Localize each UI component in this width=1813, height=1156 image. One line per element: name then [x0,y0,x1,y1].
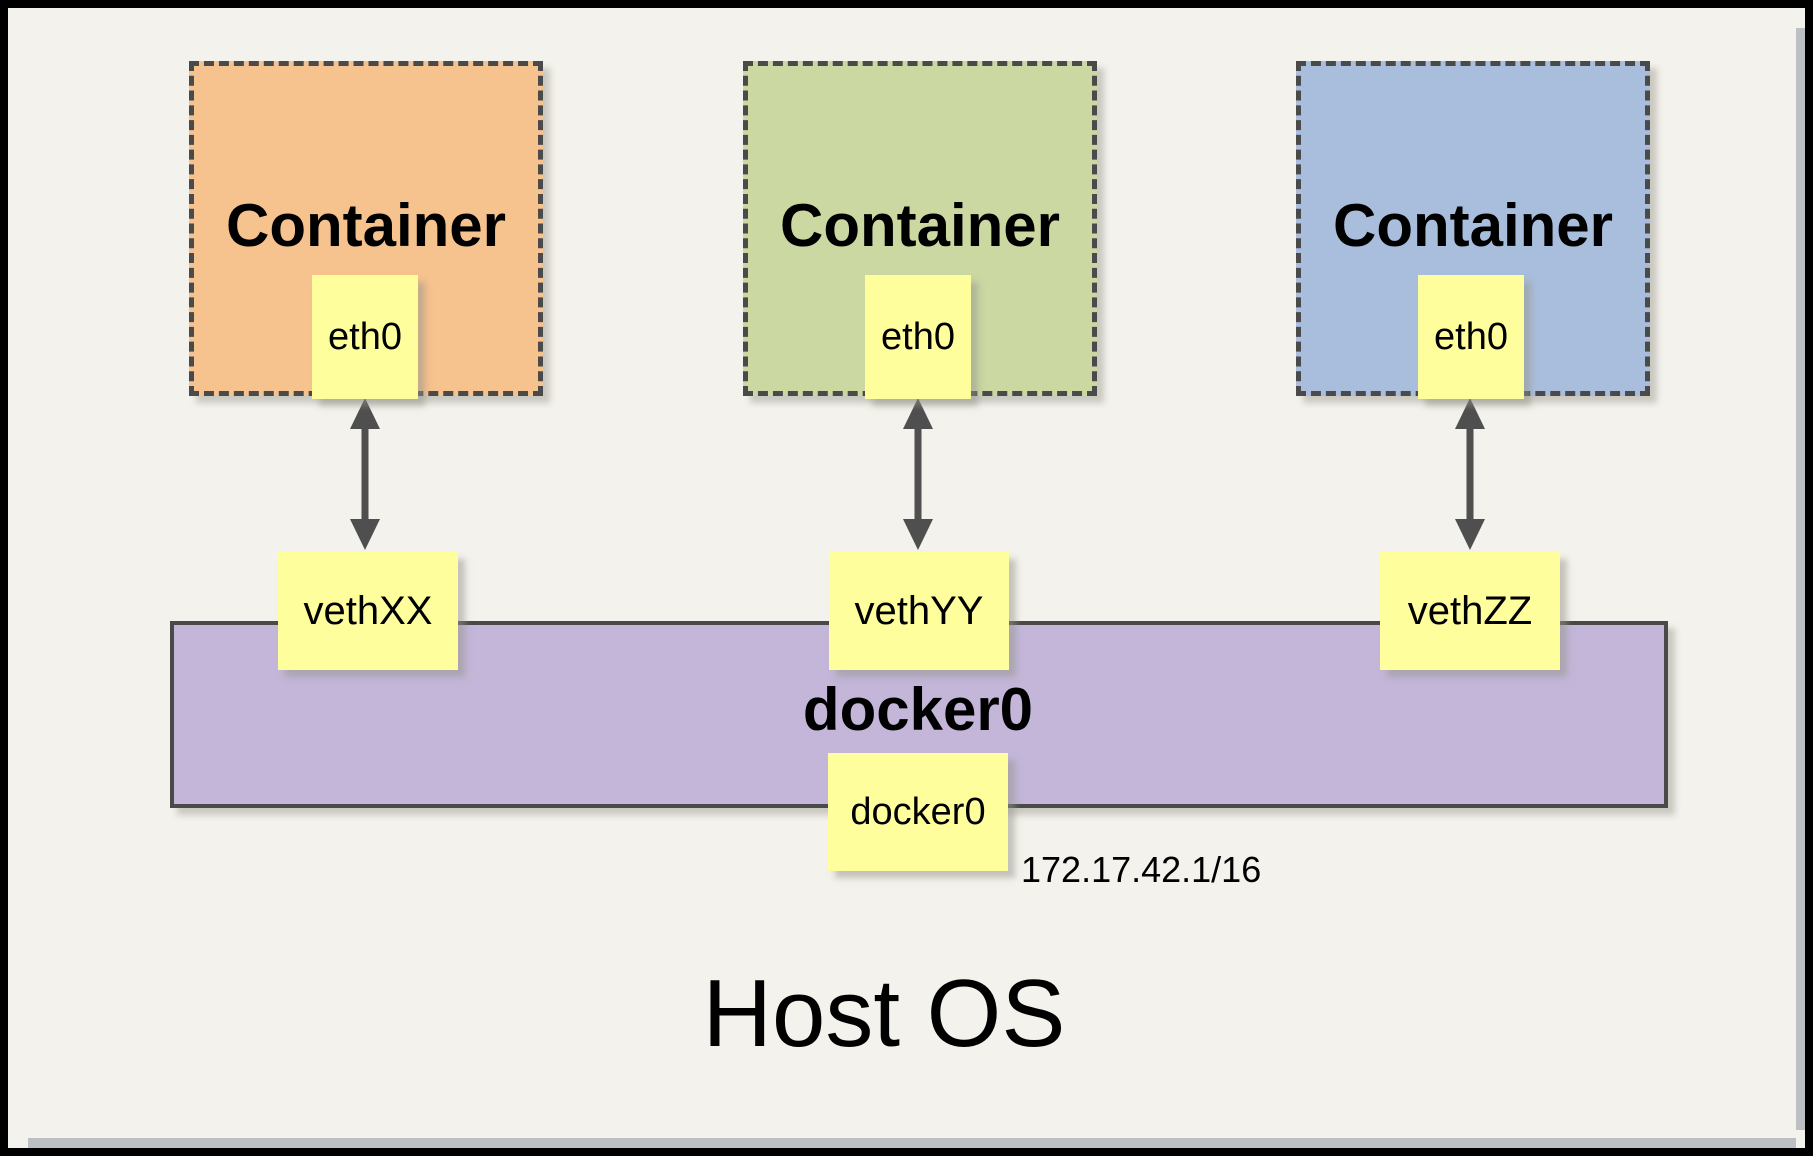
docker0-interface-label: docker0 [850,790,986,833]
host-os-label: Host OS [702,960,1066,1067]
eth0-box-container-3: eth0 [1418,275,1524,399]
eth0-box-container-2: eth0 [865,275,971,399]
vethzz-box: vethZZ [1380,552,1560,670]
container-3-label: Container [1332,192,1614,259]
eth0-box-container-1: eth0 [312,275,418,399]
bidirectional-arrow-icon-3 [1455,398,1485,550]
bidirectional-arrow-icon-2 [903,398,933,550]
eth0-label-1: eth0 [328,315,402,358]
vethzz-label: vethZZ [1407,588,1533,633]
docker0-ip-address: 172.17.42.1/16 [1021,849,1262,890]
vethyy-label: vethYY [854,588,984,633]
vethxx-label: vethXX [303,588,433,633]
container-1-label: Container [225,192,507,259]
page-edge-shadow-bottom [28,1138,1796,1148]
eth0-label-2: eth0 [881,315,955,358]
docker0-bridge-label: docker0 [802,676,1034,743]
container-2-label: Container [779,192,1061,259]
page-edge-shadow-right [1796,28,1805,1130]
vethxx-box: vethXX [278,552,458,670]
eth0-label-3: eth0 [1434,315,1508,358]
docker0-interface-box: docker0 [828,753,1008,871]
vethyy-box: vethYY [829,552,1009,670]
bidirectional-arrow-icon-1 [350,398,380,550]
